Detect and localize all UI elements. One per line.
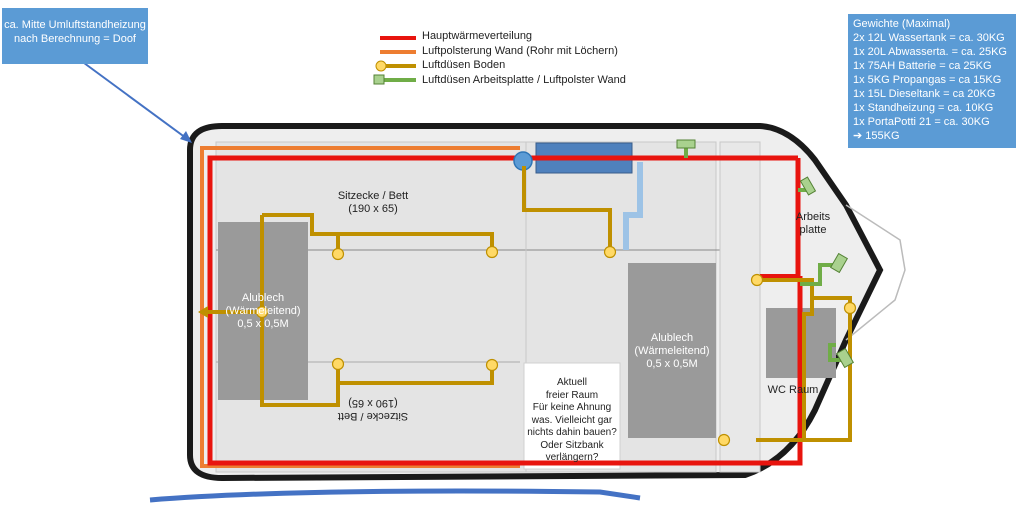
worktop-nozzle [676,139,696,149]
floor-duct [522,166,612,250]
floor-nozzle [255,305,269,319]
alublech-left-desc: (Wärmeleitend) [225,305,301,317]
sitzecke-top-name: Sitzecke / Bett [337,190,409,202]
floor-nozzle [750,273,764,287]
floor-duct [758,278,852,442]
floor-nozzle [603,245,617,259]
free-room-area [523,362,621,470]
arbeitsplatte-label: Arbeits platte [788,211,838,237]
sitzecke-bottom-name: Sitzecke / Bett [337,410,409,422]
sitzecke-top-size: (190 x 65) [348,203,398,215]
worktop-nozzle [799,176,817,196]
sitzecke-bottom-size: (190 x 65) [348,397,398,409]
free-room-line: verlängern? [545,452,599,463]
drawbar [845,204,906,341]
heater-note: ca. Mitte Umluftstandheizung nach Berech… [2,8,148,64]
legend-label: Luftdüsen Arbeitsplatte / Luftpolster Wa… [422,73,626,86]
main-heat-pipe [207,155,803,466]
weights-line: 1x PortaPotti 21 = ca. 30KG [853,116,990,128]
wall-heat-pipe [200,146,520,468]
sitzecke-bottom-label: Sitzecke / Bett (190 x 65) [318,396,428,422]
floor-nozzle [843,301,857,315]
floor-duct [262,213,494,252]
note-arrow [79,59,187,139]
alublech-right-size: 0,5 x 0,5M [646,358,698,370]
alublech-right-label: Alublech (Wärmeleitend) 0,5 x 0,5M [628,332,716,371]
heater-note-line: nach Berechnung = Doof [13,33,136,45]
arbeitsplatte-line: Arbeits [795,211,831,223]
floor-nozzle [331,357,345,371]
weights-line: 1x 75AH Batterie = ca 25KG [853,60,992,72]
alublech-left-label: Alublech (Wärmeleitend) 0,5 x 0,5M [218,292,308,331]
floor-nozzle [485,358,499,372]
floor-duct-arrow [198,306,208,318]
worktop-duct [800,263,836,286]
free-room-line: Für keine Ahnung [532,402,612,413]
weights-title: Gewichte (Maximal) [853,18,951,30]
water-pipe [623,162,643,250]
weights-line: 1x 5KG Propangas = ca 15KG [853,74,1002,86]
alublech-left-size: 0,5 x 0,5M [237,318,289,330]
floor-nozzle [485,245,499,259]
alublech-right [628,263,716,438]
front-room [719,141,761,473]
legend-swatches [373,36,416,85]
wc-label: WC Raum [767,384,819,396]
free-room-line: nichts dahin bauen? [527,427,617,438]
free-room-line: freier Raum [545,389,599,401]
legend-swatch-floor-marker [375,60,387,72]
legend-swatch-work-marker [373,74,385,85]
weights-line: 1x 15L Dieseltank = ca 20KG [853,88,996,100]
legend-label: Luftdüsen Boden [422,59,506,71]
alublech-left-name: Alublech [241,292,285,304]
sitzecke-top-label: Sitzecke / Bett (190 x 65) [318,190,428,216]
floor-duct [260,215,494,407]
worktop-nozzle [829,252,849,274]
free-room-line: was. Vielleicht gar [531,414,613,426]
floor-nozzle [331,247,345,261]
arbeitsplatte-line: platte [799,224,827,236]
weights-line: 2x 12L Wassertank = ca. 30KG [853,32,1005,44]
legend-label: Luftpolsterung Wand (Rohr mit Löchern) [422,44,618,57]
weights-line: 1x Standheizung = ca. 10KG [853,102,994,114]
note-arrow-head [180,131,192,143]
alublech-right-name: Alublech [650,332,694,344]
worktop-duct [828,343,842,362]
heater-note-line: ca. Mitte Umluftstandheizung [4,19,146,31]
weights-total: ➔ 155KG [853,130,900,142]
alublech-right-desc: (Wärmeleitend) [634,345,710,357]
weights-note: Gewichte (Maximal) 2x 12L Wassertank = c… [848,14,1016,148]
legend-label: Hauptwärmeverteilung [422,30,533,42]
weights-line: 1x 20L Abwasserta. = ca. 25KG [853,46,1007,58]
free-room-line: Oder Sitzbank [540,439,604,451]
free-room-label: Aktuell freier Raum Für keine Ahnung was… [524,377,620,465]
free-room-line: Aktuell [556,377,587,388]
worktop-nozzle [835,347,855,369]
bottom-blue-bar [149,488,641,503]
floor-nozzle [717,433,731,447]
